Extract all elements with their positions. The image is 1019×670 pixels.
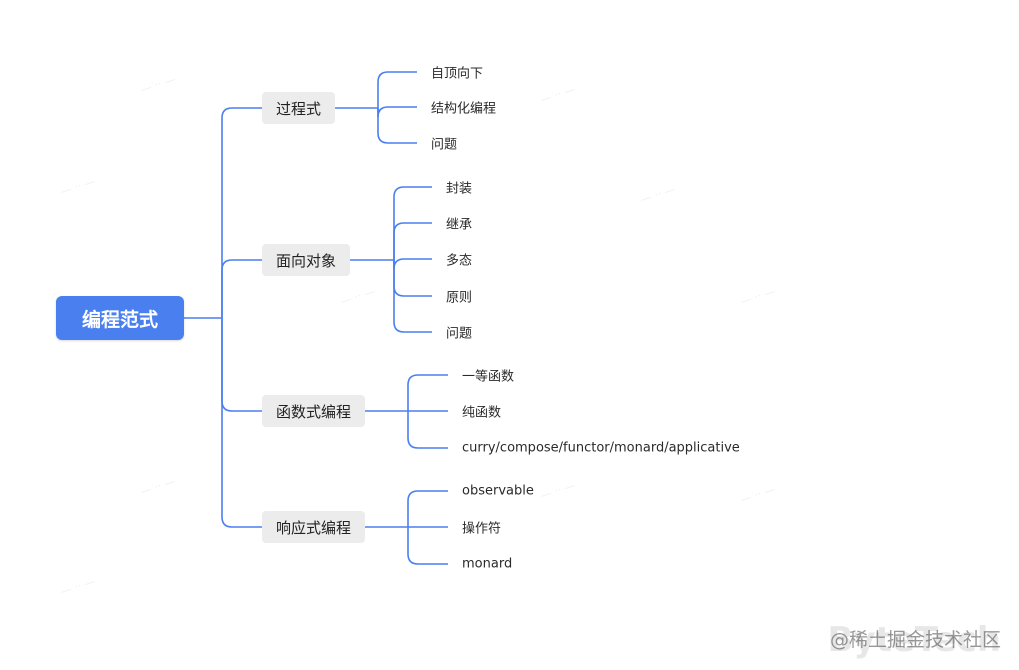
branch-label: 函数式编程 — [276, 402, 352, 421]
branch-node-functional[interactable]: 函数式编程 — [262, 395, 366, 427]
footer-text: @稀土掘金技术社区 — [829, 629, 1001, 651]
leaf-node[interactable]: 问题 — [431, 137, 458, 153]
leaf-node[interactable]: 结构化编程 — [431, 101, 497, 117]
branch-3-connector-link — [407, 490, 448, 527]
root-connector-link — [221, 259, 262, 318]
branch-1-connector-link — [393, 260, 432, 333]
branch-1-connector-link — [393, 186, 432, 260]
leaf-node[interactable]: 纯函数 — [462, 405, 502, 421]
leaf-node[interactable]: 原则 — [446, 290, 473, 306]
root-connector-link — [221, 318, 262, 528]
branch-0-connector-link — [377, 106, 417, 118]
leaf-node[interactable]: 继承 — [446, 217, 473, 233]
leaf-node[interactable]: observable — [462, 483, 534, 499]
root-connector-link — [221, 318, 262, 412]
branch-label: 面向对象 — [276, 251, 337, 270]
brand-watermark: ByteTech — [827, 620, 1002, 660]
branch-node-oop[interactable]: 面向对象 — [262, 244, 351, 276]
branch-label: 响应式编程 — [276, 518, 352, 537]
branch-node-procedural[interactable]: 过程式 — [262, 92, 336, 124]
leaf-node[interactable]: 一等函数 — [462, 369, 515, 385]
leaf-node[interactable]: 封装 — [446, 181, 473, 197]
branch-3-connector-link — [407, 527, 448, 565]
branch-label: 过程式 — [276, 99, 322, 118]
leaf-node[interactable]: 问题 — [446, 326, 473, 342]
branch-node-reactive[interactable]: 响应式编程 — [262, 511, 366, 543]
branch-1-connector-link — [393, 222, 432, 260]
leaf-node[interactable]: curry/compose/functor/monard/applicative — [462, 440, 740, 456]
leaf-node[interactable]: 自顶向下 — [431, 66, 484, 82]
branch-0-connector-link — [377, 108, 417, 144]
leaf-node[interactable]: 多态 — [446, 253, 473, 269]
root-connector-link — [221, 107, 262, 318]
footer-watermark: ByteTech @稀土掘金技术社区 — [828, 620, 1002, 660]
root-node[interactable]: 编程范式 — [56, 296, 184, 340]
branch-2-connector-link — [407, 374, 448, 411]
branch-0-connector-link — [377, 71, 417, 108]
leaf-node[interactable]: 操作符 — [462, 521, 502, 537]
root-label: 编程范式 — [81, 308, 158, 331]
leaf-node[interactable]: monard — [462, 556, 513, 572]
branch-1-connector-link — [393, 258, 432, 270]
branch-2-connector-link — [407, 411, 448, 449]
branch-1-connector-link — [393, 260, 432, 297]
